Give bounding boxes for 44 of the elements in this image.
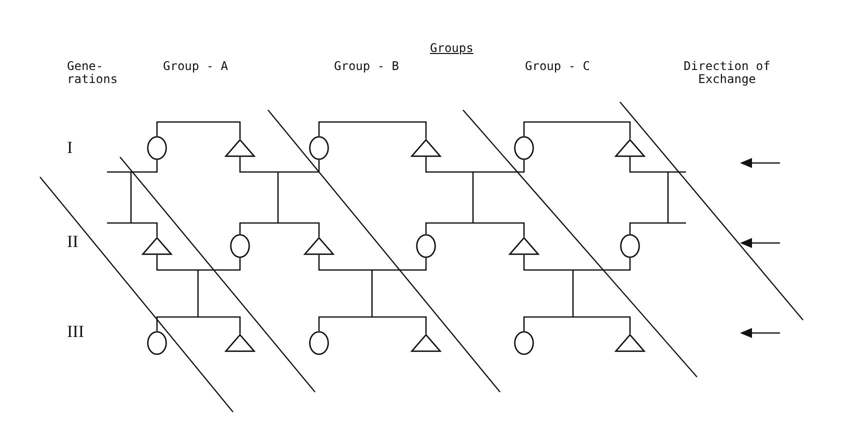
- kinship-line: [318, 121, 427, 139]
- circle-symbol: [620, 234, 640, 258]
- generation-numeral: I: [67, 139, 73, 157]
- diagram-title: Groups: [430, 42, 474, 55]
- kinship-line: [156, 316, 241, 334]
- triangle-symbol: [509, 237, 539, 255]
- kinship-line: [156, 255, 241, 271]
- kinship-line: [107, 222, 158, 237]
- triangle-symbol: [411, 139, 441, 157]
- column-heading: Gene- rations: [67, 60, 119, 86]
- kinship-line: [523, 255, 631, 271]
- generation-numeral: III: [67, 323, 84, 341]
- kinship-line: [107, 160, 158, 173]
- column-heading: Group - C: [525, 60, 590, 73]
- kinship-line: [629, 222, 686, 234]
- circle-symbol: [147, 331, 167, 355]
- kinship-line: [629, 157, 686, 173]
- kinship-line: [239, 157, 320, 173]
- column-heading: Direction of Exchange: [682, 60, 772, 86]
- triangle-symbol: [225, 139, 255, 157]
- circle-symbol: [514, 136, 534, 160]
- kinship-line: [523, 121, 631, 139]
- kinship-line: [523, 316, 631, 334]
- generation-numeral: II: [67, 233, 78, 251]
- kinship-line: [425, 157, 525, 173]
- kinship-line: [156, 121, 241, 139]
- triangle-symbol: [411, 334, 441, 352]
- circle-symbol: [147, 136, 167, 160]
- circle-symbol: [309, 136, 329, 160]
- kinship-line: [318, 316, 427, 334]
- circle-symbol: [416, 234, 436, 258]
- circle-symbol: [514, 331, 534, 355]
- circle-symbol: [309, 331, 329, 355]
- kinship-line: [318, 255, 427, 271]
- triangle-symbol: [304, 237, 334, 255]
- triangle-symbol: [615, 139, 645, 157]
- triangle-symbol: [225, 334, 255, 352]
- circle-symbol: [230, 234, 250, 258]
- triangle-symbol: [615, 334, 645, 352]
- column-heading: Group - B: [334, 60, 400, 73]
- kinship-line: [425, 222, 525, 237]
- kinship-line: [239, 222, 320, 237]
- triangle-symbol: [142, 237, 172, 255]
- column-heading: Group - A: [163, 60, 228, 73]
